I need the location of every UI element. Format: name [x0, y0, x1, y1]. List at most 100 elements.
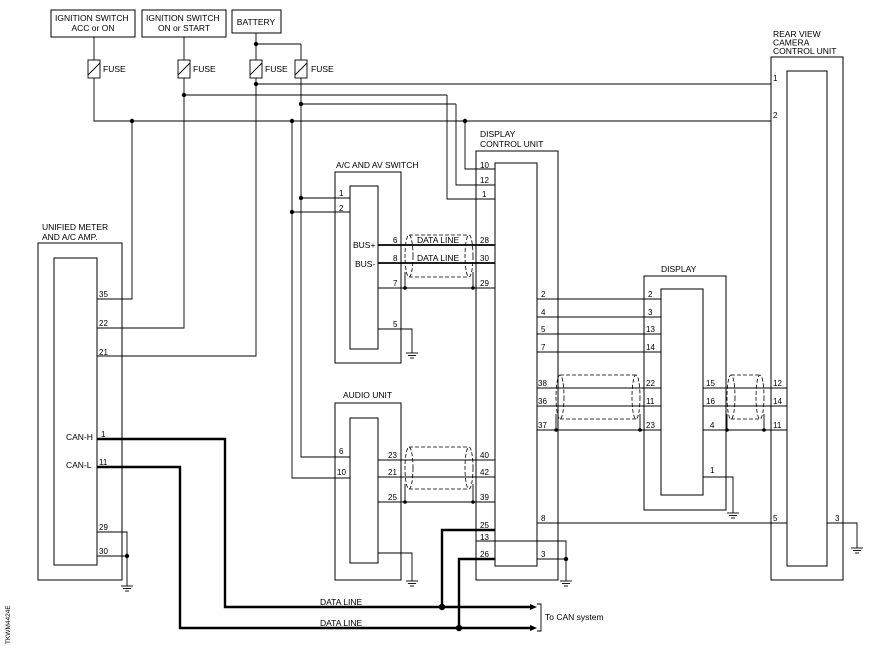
shield-audio-left [404, 446, 414, 490]
battery-label: BATTERY [237, 17, 276, 27]
dcu-title: DISPLAY CONTROL UNIT [480, 129, 543, 149]
camera-pin-2: 2 [773, 111, 778, 120]
battery-source: BATTERY [231, 9, 282, 34]
dcu-pin-36: 36 [538, 397, 547, 406]
camera-title-line3: CONTROL UNIT [773, 46, 836, 56]
meter-pin-1: 1 [101, 430, 106, 439]
acsw-pin-5: 5 [393, 320, 398, 329]
data-line-can-l-label: DATA LINE [320, 618, 363, 628]
fuse-icon [177, 59, 191, 79]
shield-audio-right [464, 446, 474, 490]
dcu-pin-40: 40 [480, 451, 489, 460]
acsw-pin-7: 7 [393, 279, 398, 288]
ignition-acc-source: IGNITION SWITCH ACC or ON [50, 9, 136, 38]
audio-pin-21: 21 [388, 468, 397, 477]
shield-camera-left [726, 374, 736, 420]
data-line-label-1: DATA LINE [417, 235, 460, 245]
display-pin-13: 13 [646, 325, 655, 334]
dcu-pin-3: 3 [541, 550, 546, 559]
fuse-acc-label: FUSE [103, 64, 126, 74]
meter-can-l-label: CAN-L [66, 460, 92, 470]
dcu-pin-5: 5 [541, 325, 546, 334]
acsw-pin-2: 2 [339, 204, 344, 213]
audio-pin-10: 10 [337, 468, 346, 477]
display-pin-3: 3 [648, 308, 653, 317]
camera-title-line1: REAR VIEW [773, 29, 821, 39]
acsw-bus-minus-label: BUS- [355, 259, 375, 269]
dcu-pin-39: 39 [480, 493, 489, 502]
display-pin-22: 22 [646, 379, 655, 388]
audio-pin-23: 23 [388, 451, 397, 460]
data-line-can-h-label: DATA LINE [320, 597, 363, 607]
shield-dcu-left [555, 374, 565, 420]
acsw-pin-6: 6 [393, 236, 398, 245]
dcu-title-line2: CONTROL UNIT [480, 139, 543, 149]
unified-meter-title-line2: AND A/C AMP. [42, 232, 98, 242]
fuse-icon [87, 59, 101, 79]
data-line-label-2: DATA LINE [417, 253, 460, 263]
ignition-acc-label: IGNITION SWITCH ACC or ON [55, 13, 131, 33]
camera-pin-11: 11 [773, 421, 782, 430]
audio-unit-title: AUDIO UNIT [343, 390, 392, 400]
shield-ac-left [404, 234, 414, 278]
dcu-pin-2: 2 [541, 290, 546, 299]
fuse-start-label: FUSE [193, 64, 216, 74]
display-pin-16: 16 [706, 397, 715, 406]
dcu-pin-10: 10 [480, 161, 489, 170]
diagram-id: TKWM4424E [5, 605, 12, 644]
dcu-pin-38: 38 [538, 379, 547, 388]
ignition-start-source: IGNITION SWITCH ON or START [141, 9, 227, 38]
shields [403, 234, 766, 504]
camera-title-line2: CAMERA [773, 38, 810, 48]
dcu-pin-13: 13 [480, 533, 489, 542]
unified-meter-title-line1: UNIFIED METER [42, 222, 108, 232]
ac-av-switch-unit: A/C AND AV SWITCH 1 2 6 8 7 5 BUS+ BUS- [334, 160, 419, 364]
shield-camera-right [755, 374, 765, 420]
unified-meter-unit: UNIFIED METER AND A/C AMP. 35 22 21 1 11… [37, 222, 123, 581]
dcu-pin-26: 26 [480, 550, 489, 559]
battery-fuses: FUSE FUSE [249, 33, 334, 79]
dcu-pin-42: 42 [480, 468, 489, 477]
dcu-pin-8: 8 [541, 514, 546, 523]
display-pin-23: 23 [646, 421, 655, 430]
display-unit: DISPLAY 2 3 13 14 22 11 23 15 16 4 1 [643, 264, 727, 511]
meter-pin-11: 11 [99, 458, 108, 467]
camera-title: REAR VIEW CAMERA CONTROL UNIT [773, 29, 836, 56]
fuse-start: FUSE [177, 37, 216, 79]
audio-pin-25: 25 [388, 493, 397, 502]
display-control-unit: DISPLAY CONTROL UNIT 10 12 1 28 30 29 40… [475, 129, 559, 581]
ac-av-switch-title: A/C AND AV SWITCH [336, 160, 419, 170]
camera-pin-1: 1 [773, 74, 778, 83]
wires [93, 78, 864, 632]
ignition-acc-line2: ACC or ON [72, 23, 115, 33]
fuse-battery-label-1: FUSE [265, 64, 288, 74]
ignition-start-label: IGNITION SWITCH ON or START [146, 13, 222, 33]
fuse-battery-label-2: FUSE [311, 64, 334, 74]
camera-pin-5: 5 [773, 514, 778, 523]
ignition-start-line2: ON or START [158, 23, 210, 33]
meter-pin-29: 29 [99, 523, 108, 532]
dcu-pin-1: 1 [482, 190, 487, 199]
fuse-icon [249, 59, 263, 79]
display-title: DISPLAY [661, 264, 697, 274]
meter-pin-21: 21 [99, 348, 108, 357]
acsw-pin-1: 1 [339, 189, 344, 198]
meter-can-h-label: CAN-H [66, 432, 93, 442]
camera-pin-14: 14 [773, 397, 782, 406]
camera-pin-12: 12 [773, 379, 782, 388]
fuse-acc: FUSE [87, 37, 126, 79]
dcu-pin-4: 4 [541, 308, 546, 317]
meter-pin-22: 22 [99, 319, 108, 328]
dcu-pin-29: 29 [480, 279, 489, 288]
display-pin-2: 2 [648, 290, 653, 299]
dcu-pin-12: 12 [480, 176, 489, 185]
fuse-icon [294, 59, 308, 79]
dcu-pin-37: 37 [538, 421, 547, 430]
dcu-pin-25: 25 [480, 521, 489, 530]
display-pin-4: 4 [710, 421, 715, 430]
dcu-pin-7: 7 [541, 343, 546, 352]
dcu-title-line1: DISPLAY [480, 129, 516, 139]
meter-pin-35: 35 [99, 290, 108, 299]
ignition-acc-line1: IGNITION SWITCH [55, 13, 129, 23]
